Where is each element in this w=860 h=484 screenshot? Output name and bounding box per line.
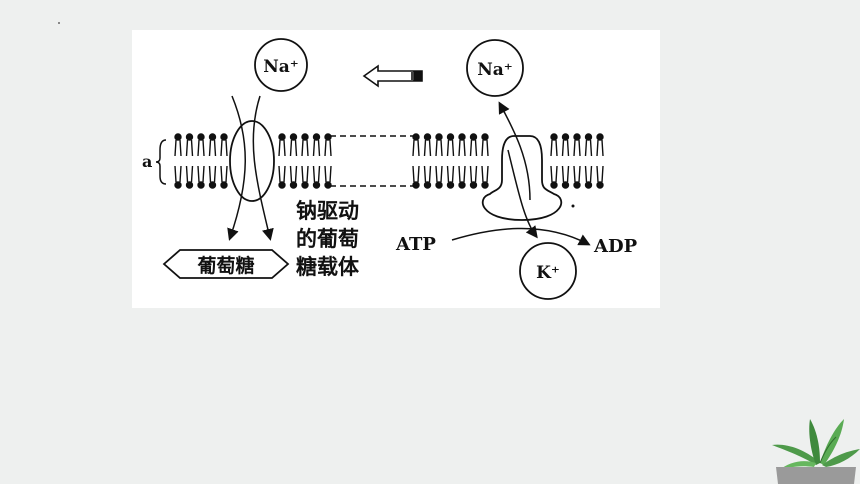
phospholipid-bilayer xyxy=(174,133,604,189)
phospholipid-bottom xyxy=(289,165,298,189)
phospholipid-top xyxy=(301,133,309,157)
phospholipid-bottom xyxy=(573,165,581,189)
phospholipid-bottom xyxy=(312,165,321,189)
phospholipid-top xyxy=(469,133,478,157)
phospholipid-bottom xyxy=(561,165,570,189)
sodium-potassium-pump xyxy=(481,135,563,221)
phospholipid-bottom xyxy=(174,165,182,189)
phospholipid-bottom xyxy=(584,165,593,189)
phospholipid-top xyxy=(174,133,182,157)
na-ion-right: Na⁺ xyxy=(466,39,524,97)
phospholipid-bottom xyxy=(435,165,443,189)
phospholipid-bottom xyxy=(458,165,466,189)
k-ion-label: K⁺ xyxy=(536,263,560,283)
phospholipid-top xyxy=(596,133,604,157)
phospholipid-top xyxy=(185,133,194,157)
na-ion-left: Na⁺ xyxy=(254,38,308,92)
plant-leaves xyxy=(772,419,860,471)
na-right-label: Na⁺ xyxy=(477,60,513,80)
k-ion: K⁺ xyxy=(519,242,577,300)
phospholipid-bottom xyxy=(324,165,332,189)
phospholipid-top xyxy=(584,133,593,157)
phospholipid-bottom xyxy=(208,165,217,189)
diagram-canvas: a Na⁺ Na⁺ xyxy=(142,38,638,300)
speck xyxy=(571,204,575,208)
phospholipid-top xyxy=(423,133,432,157)
phospholipid-bottom xyxy=(278,165,286,189)
glucose-carrier-protein xyxy=(229,120,275,202)
phospholipid-top xyxy=(197,133,205,157)
direction-arrow-icon xyxy=(362,64,423,88)
phospholipid-top xyxy=(550,133,558,157)
decorative-dot xyxy=(58,22,60,24)
phospholipid-top xyxy=(458,133,466,157)
na-left-label: Na⁺ xyxy=(263,57,299,77)
phospholipid-top xyxy=(278,133,286,157)
membrane-transport-diagram: a Na⁺ Na⁺ xyxy=(132,30,660,308)
phospholipid-bottom xyxy=(185,165,194,189)
phospholipid-bottom xyxy=(550,165,558,189)
carrier-label-line3: 糖载体 xyxy=(296,255,360,279)
membrane-gap-dashes xyxy=(330,135,414,187)
phospholipid-bottom xyxy=(596,165,604,189)
phospholipid-bottom xyxy=(197,165,205,189)
phospholipid-bottom xyxy=(446,165,455,189)
glucose-label: 葡萄糖 xyxy=(197,254,254,277)
phospholipid-top xyxy=(561,133,570,157)
phospholipid-top xyxy=(312,133,321,157)
phospholipid-bottom xyxy=(423,165,432,189)
carrier-label: 钠驱动 的葡萄 糖载体 xyxy=(296,199,360,279)
phospholipid-top xyxy=(324,133,332,157)
atp-label: ATP xyxy=(395,234,436,255)
pump-arrows xyxy=(451,101,591,246)
membrane-label: a xyxy=(142,152,152,171)
carrier-label-line1: 钠驱动 xyxy=(296,199,359,223)
phospholipid-bottom xyxy=(412,165,420,189)
adp-label: ADP xyxy=(593,236,638,257)
phospholipid-top xyxy=(481,133,489,157)
phospholipid-top xyxy=(412,133,420,157)
phospholipid-bottom xyxy=(301,165,309,189)
phospholipid-top xyxy=(435,133,443,157)
phospholipid-bottom xyxy=(481,165,489,189)
carrier-arrows xyxy=(227,95,274,241)
phospholipid-top xyxy=(220,133,228,157)
carrier-label-line2: 的葡萄 xyxy=(296,227,359,251)
phospholipid-bottom xyxy=(469,165,478,189)
phospholipid-bottom xyxy=(220,165,228,189)
phospholipid-top xyxy=(573,133,581,157)
membrane-bracket: a xyxy=(142,139,167,185)
phospholipid-top xyxy=(208,133,217,157)
glucose-hexagon: 葡萄糖 xyxy=(162,249,290,279)
plant-decoration-icon xyxy=(772,419,860,484)
phospholipid-top xyxy=(446,133,455,157)
plant-pot xyxy=(776,467,856,484)
phospholipid-top xyxy=(289,133,298,157)
